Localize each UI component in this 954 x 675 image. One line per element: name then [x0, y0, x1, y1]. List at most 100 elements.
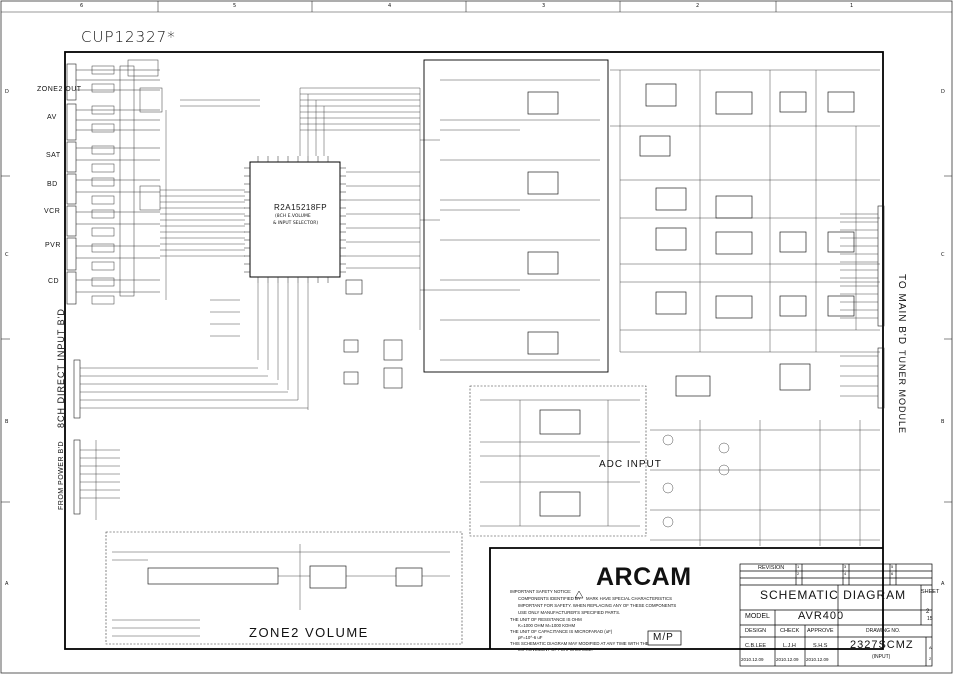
board-step-mask: [492, 550, 882, 648]
tb-design-label: DESIGN: [745, 628, 767, 634]
tb-approve-label: APPROVE: [807, 628, 834, 634]
tb-check-label: CHECK: [780, 628, 800, 634]
input-resistor-networks: [91, 59, 163, 305]
col-marker: 1: [850, 3, 854, 9]
ic-top-routing: [299, 87, 440, 330]
board-step: [489, 547, 883, 649]
main-ic-body: [249, 161, 341, 278]
tb-rev-2: 2: [797, 571, 800, 576]
input-label-pvr: PVR: [45, 242, 61, 249]
tb-model: AVR400: [798, 610, 845, 622]
col-marker: 2: [696, 3, 700, 9]
row-marker: C: [5, 252, 9, 258]
right-connector-pins: [840, 213, 878, 397]
input-label-vcr: VCR: [44, 208, 61, 215]
tb-page-a: A: [929, 645, 932, 650]
col-marker: 5: [233, 3, 237, 9]
input-label-bd: BD: [47, 181, 58, 188]
tb-date-2: 2010.12.09: [776, 657, 799, 662]
ic-bottom-routing: [80, 283, 309, 520]
input-label-sat: SAT: [46, 152, 61, 159]
tb-revision: REVISION: [758, 565, 785, 571]
opamp-ics: [527, 83, 855, 397]
row-marker: D: [5, 89, 9, 95]
adc-input-label: ADC INPUT: [599, 459, 662, 470]
zone2-section: [105, 531, 463, 645]
note-2b: MARK HAVE SPECIAL CHARACTERISTICS: [586, 596, 672, 601]
tb-designer: C.B.LEE: [745, 643, 767, 649]
adc-ics: [539, 409, 581, 517]
tb-rev-6: 6: [891, 571, 894, 576]
zone2-volume-label: ZONE2 VOLUME: [249, 625, 369, 640]
board-outline: [64, 51, 884, 650]
main-ic-pins: [244, 156, 346, 283]
title-block-lines: [739, 563, 933, 667]
input-label-zone2-out: ZONE2 OUT: [37, 86, 82, 93]
note-5: THE UNIT OF RESISTANCE IS OHM: [510, 617, 582, 622]
tb-rev-5: 5: [891, 564, 894, 569]
note-3: IMPORTANT FOR SAFETY. WHEN REPLACING ANY…: [518, 603, 677, 608]
mp-box: [647, 630, 682, 646]
tb-checker: L.J.H: [783, 643, 796, 649]
main-ic-desc-2: & INPUT SELECTOR): [273, 221, 319, 226]
sheet-title: CUP12327*: [81, 28, 176, 46]
note-1: IMPORTANT SAFETY NOTICE:: [510, 589, 572, 594]
mp-label: M/P: [653, 632, 674, 643]
power-section: [650, 420, 880, 546]
note-8: pF=10^-6 uF: [518, 635, 543, 640]
row-marker: A: [5, 581, 9, 587]
note-6: K=1000 OHM M=1000 KOHM: [518, 623, 576, 628]
tb-date-1: 2010.12.09: [741, 657, 764, 662]
brand-logo: ARCAM: [596, 563, 692, 591]
col-marker: 3: [542, 3, 546, 9]
adc-section: [469, 385, 647, 537]
col-marker: 6: [80, 3, 84, 9]
note-2: COMPONENTS IDENTIFIED BY: [518, 596, 581, 601]
row-marker: A: [941, 581, 945, 587]
left-connectors: [66, 63, 81, 515]
direct-input-label: 8CH DIRECT INPUT B'D: [56, 308, 66, 428]
tuner-module-label: TUNER MODULE: [897, 350, 907, 435]
tb-sheet-num: 2: [926, 609, 930, 615]
to-main-label: TO MAIN B'D: [896, 274, 907, 346]
note-10: IMPROVEMENT OF PERFORMANCE.: [518, 647, 593, 652]
left-connector-pins: [76, 69, 160, 293]
row-marker: B: [941, 419, 945, 425]
zone2-wiring: [112, 544, 450, 637]
tb-rev-3: 3: [844, 564, 847, 569]
tb-model-label: MODEL: [745, 613, 770, 620]
tb-page-2: 2: [929, 656, 932, 661]
tb-rev-4: 4: [844, 571, 847, 576]
tb-drawing-no: 2327SCMZ: [850, 639, 914, 651]
adc-wiring: [480, 399, 640, 527]
tb-sheet-total: 15: [927, 616, 933, 622]
input-label-cd: CD: [48, 278, 60, 285]
note-7: THE UNIT OF CAPACITANCE IS MICROFARAD (u…: [510, 629, 613, 634]
tb-rev-1: 1: [797, 564, 800, 569]
from-power-label: FROM POWER B'D: [58, 440, 65, 510]
row-marker: C: [941, 252, 945, 258]
zone2-ics: [147, 565, 423, 589]
tb-date-3: 2010.12.09: [806, 657, 829, 662]
input-label-av: AV: [47, 114, 57, 121]
main-ic-part: R2A15218FP: [274, 203, 328, 212]
tb-sub: (INPUT): [872, 654, 891, 660]
row-marker: D: [941, 89, 945, 95]
opamp-section-border: [423, 59, 609, 373]
warning-triangle-icon: [574, 590, 584, 599]
tb-schematic-title: SCHEMATIC DIAGRAM: [760, 588, 907, 602]
note-9: THIS SCHEMATIC DIAGRAM MAY MODIFIED AT A…: [510, 641, 649, 646]
regulators: [343, 279, 403, 389]
opamp-wiring: [440, 69, 880, 361]
tb-drawing-label: DRAWING NO.: [866, 628, 901, 634]
col-marker: 4: [388, 3, 392, 9]
tb-sheet-label: SHEET: [921, 589, 940, 595]
main-ic-desc-1: (8CH E.VOLUME: [275, 214, 311, 219]
row-marker: B: [5, 419, 9, 425]
input-bus: [160, 99, 260, 300]
column-ticks: [1, 1, 952, 503]
tb-approver: S.H.S: [813, 643, 828, 649]
